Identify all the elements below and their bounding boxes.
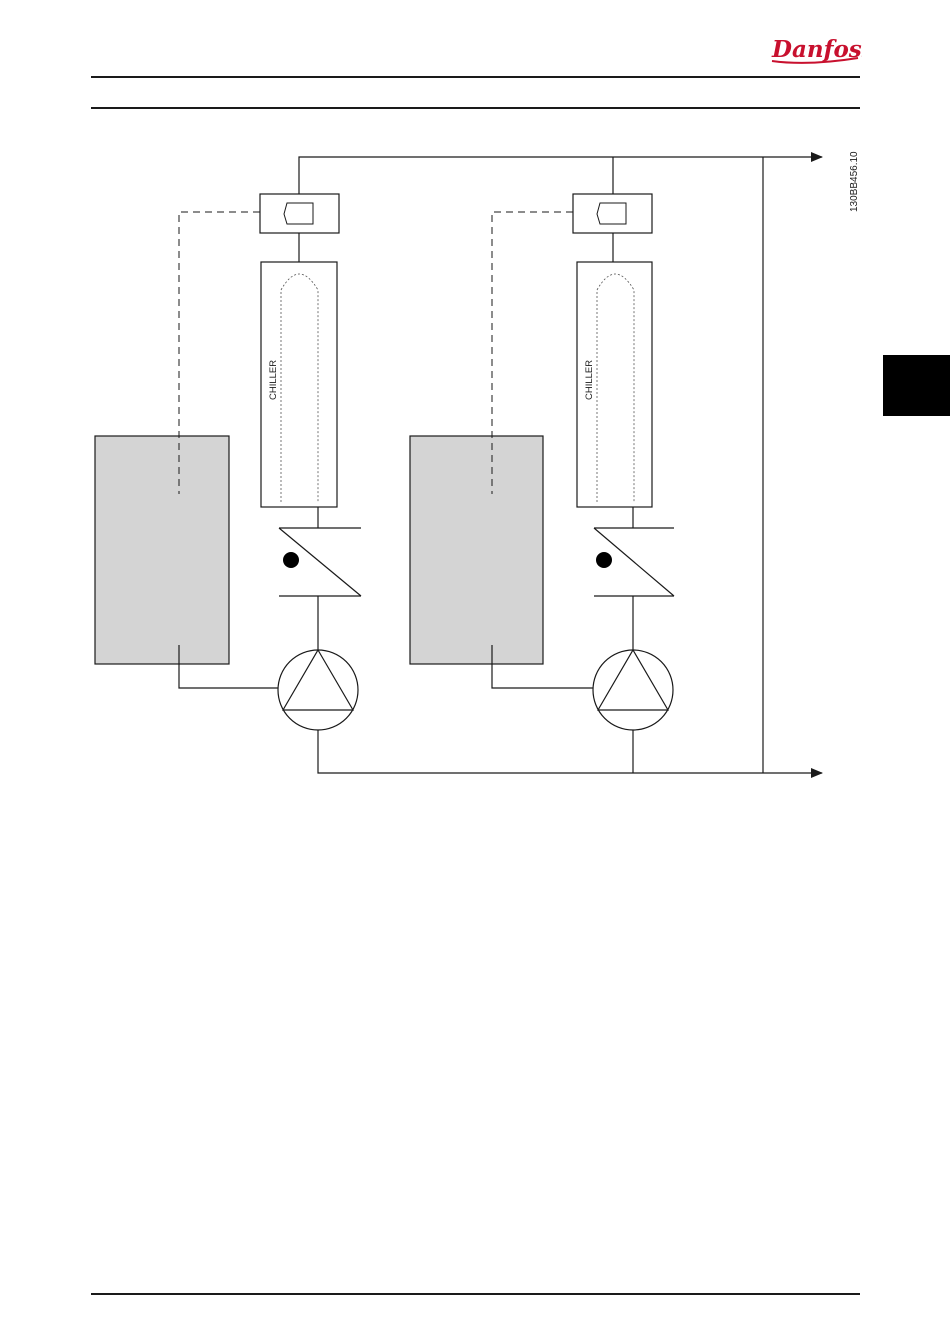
drive-cabinet-2 [410,436,543,664]
check-valve-ball-2 [596,552,612,568]
chiller-label-1: CHILLER [268,360,279,400]
supply-header-pipe [299,157,822,194]
chiller-label-2: CHILLER [584,360,595,400]
drive-cabinet-1 [95,436,229,664]
chiller-unit-2: CHILLER [410,194,674,730]
reference-code: 130BB456.10 [849,151,860,212]
chiller-unit-1: CHILLER [95,194,361,730]
return-header-pipe [318,730,822,773]
pump-2 [593,650,673,730]
pump-1 [278,650,358,730]
flow-meter-2 [573,194,652,233]
check-valve-ball-1 [283,552,299,568]
flow-meter-1 [260,194,339,233]
